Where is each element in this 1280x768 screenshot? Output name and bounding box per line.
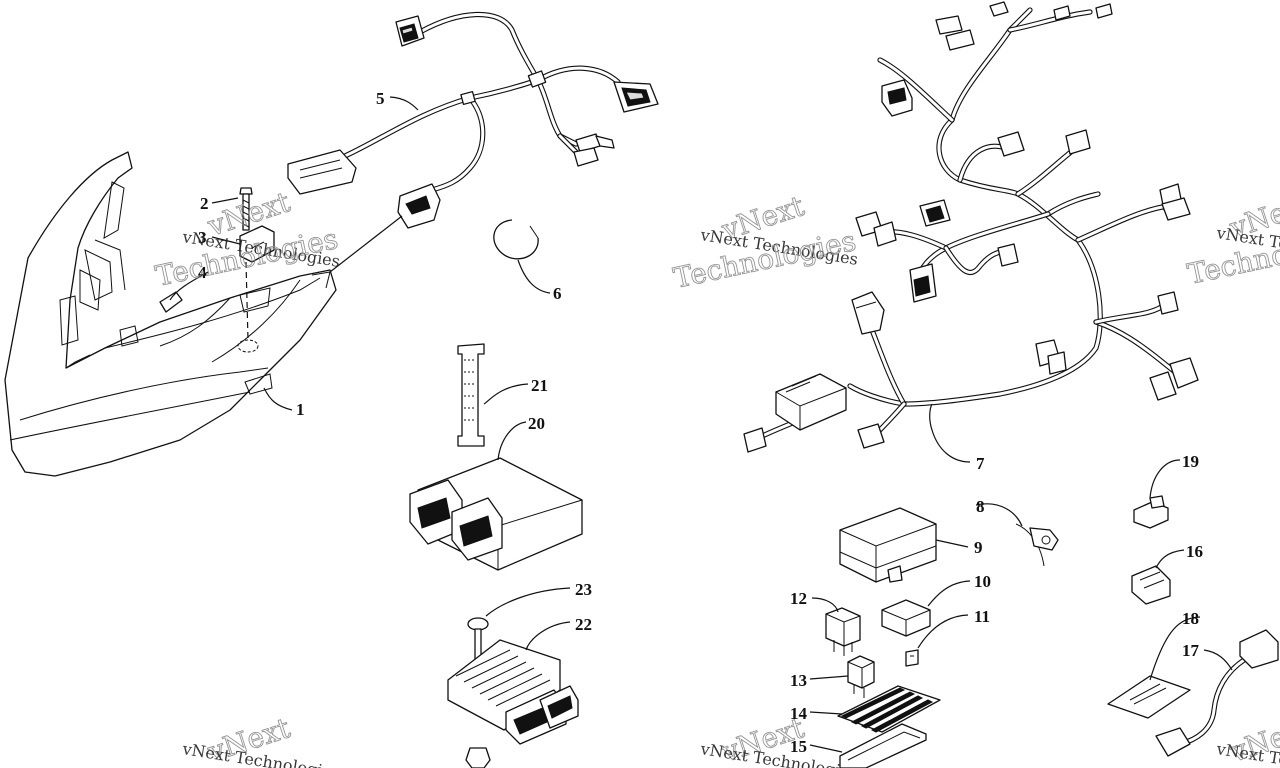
- fuse-11: [905, 649, 919, 667]
- callout-20: 20: [528, 414, 545, 433]
- lamp-8: [1015, 523, 1059, 567]
- ecu-20: [409, 457, 583, 571]
- watermark-group-1: vNext vNext Technologies Technologies: [152, 185, 341, 294]
- relay-12: [825, 607, 861, 656]
- callout-3: 3: [198, 228, 207, 247]
- bracket-3: [239, 225, 275, 263]
- callout-10: 10: [974, 572, 991, 591]
- callout-4: 4: [198, 263, 207, 282]
- callout-6: 6: [553, 284, 562, 303]
- label-18: [1107, 675, 1191, 719]
- callout-1: 1: [296, 400, 305, 419]
- fuse-label-14: [837, 685, 941, 733]
- screw-2: [239, 187, 253, 231]
- callout-21: 21: [531, 376, 548, 395]
- harness-5: [287, 11, 659, 229]
- callout-16: 16: [1186, 542, 1203, 561]
- connector-19: [1133, 495, 1169, 529]
- harness-7: [743, 1, 1199, 453]
- callout-13: 13: [790, 671, 807, 690]
- callout-labels: 1 2 3 4 5 6 7 8 9 10 11 12 13 14 15 16 1…: [198, 89, 1203, 756]
- callout-15: 15: [790, 737, 807, 756]
- callout-18: 18: [1182, 609, 1199, 628]
- watermark-group-5: vNext vNext Technologies: [698, 711, 859, 768]
- headlight-housing: [4, 151, 337, 477]
- callout-9: 9: [974, 538, 983, 557]
- regulator-22: [447, 639, 579, 745]
- nut-24: [465, 747, 491, 768]
- callout-17: 17: [1182, 641, 1200, 660]
- callout-14: 14: [790, 704, 808, 723]
- callout-12: 12: [790, 589, 807, 608]
- callout-2: 2: [200, 194, 209, 213]
- ring-6: [493, 219, 539, 260]
- watermark-group-4: vNext vNext Technologies: [180, 711, 341, 768]
- callout-5: 5: [376, 89, 385, 108]
- callout-22: 22: [575, 615, 592, 634]
- harness-17: [1155, 629, 1279, 757]
- callout-7: 7: [976, 454, 985, 473]
- relay-10: [881, 599, 931, 637]
- strip-21: [457, 343, 485, 447]
- watermark-group-6: vNext vNext Technologies: [1214, 711, 1280, 768]
- watermark-group-3: vNext vNext Technologies Technologies: [1184, 187, 1280, 292]
- fuse-box-9: [839, 507, 937, 583]
- callout-11: 11: [974, 607, 990, 626]
- fuse-cover-15: [839, 723, 927, 768]
- leader-lines: [169, 96, 1233, 753]
- connector-16: [1131, 565, 1171, 605]
- clip-4: [159, 291, 183, 313]
- relay-13: [847, 655, 875, 698]
- callout-23: 23: [575, 580, 592, 599]
- callout-19: 19: [1182, 452, 1199, 471]
- watermark-group-2: vNext vNext Technologies Technologies: [670, 189, 859, 296]
- callout-8: 8: [976, 497, 985, 516]
